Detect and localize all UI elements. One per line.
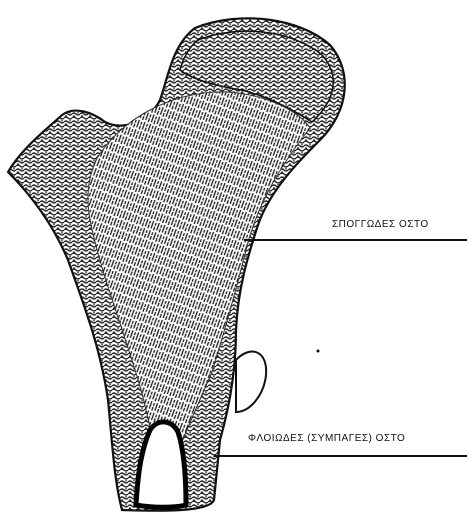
lesser-trochanter (236, 352, 266, 412)
spongy-bone-label: ΣΠΟΓΓΩΔΕΣ ΟΣΤΟ (332, 219, 429, 230)
speck-mark (317, 350, 320, 353)
compact-bone-label: ΦΛΟΙΩΔΕΣ (ΣΥΜΠΑΓΕΣ) ΟΣΤΟ (248, 433, 405, 444)
